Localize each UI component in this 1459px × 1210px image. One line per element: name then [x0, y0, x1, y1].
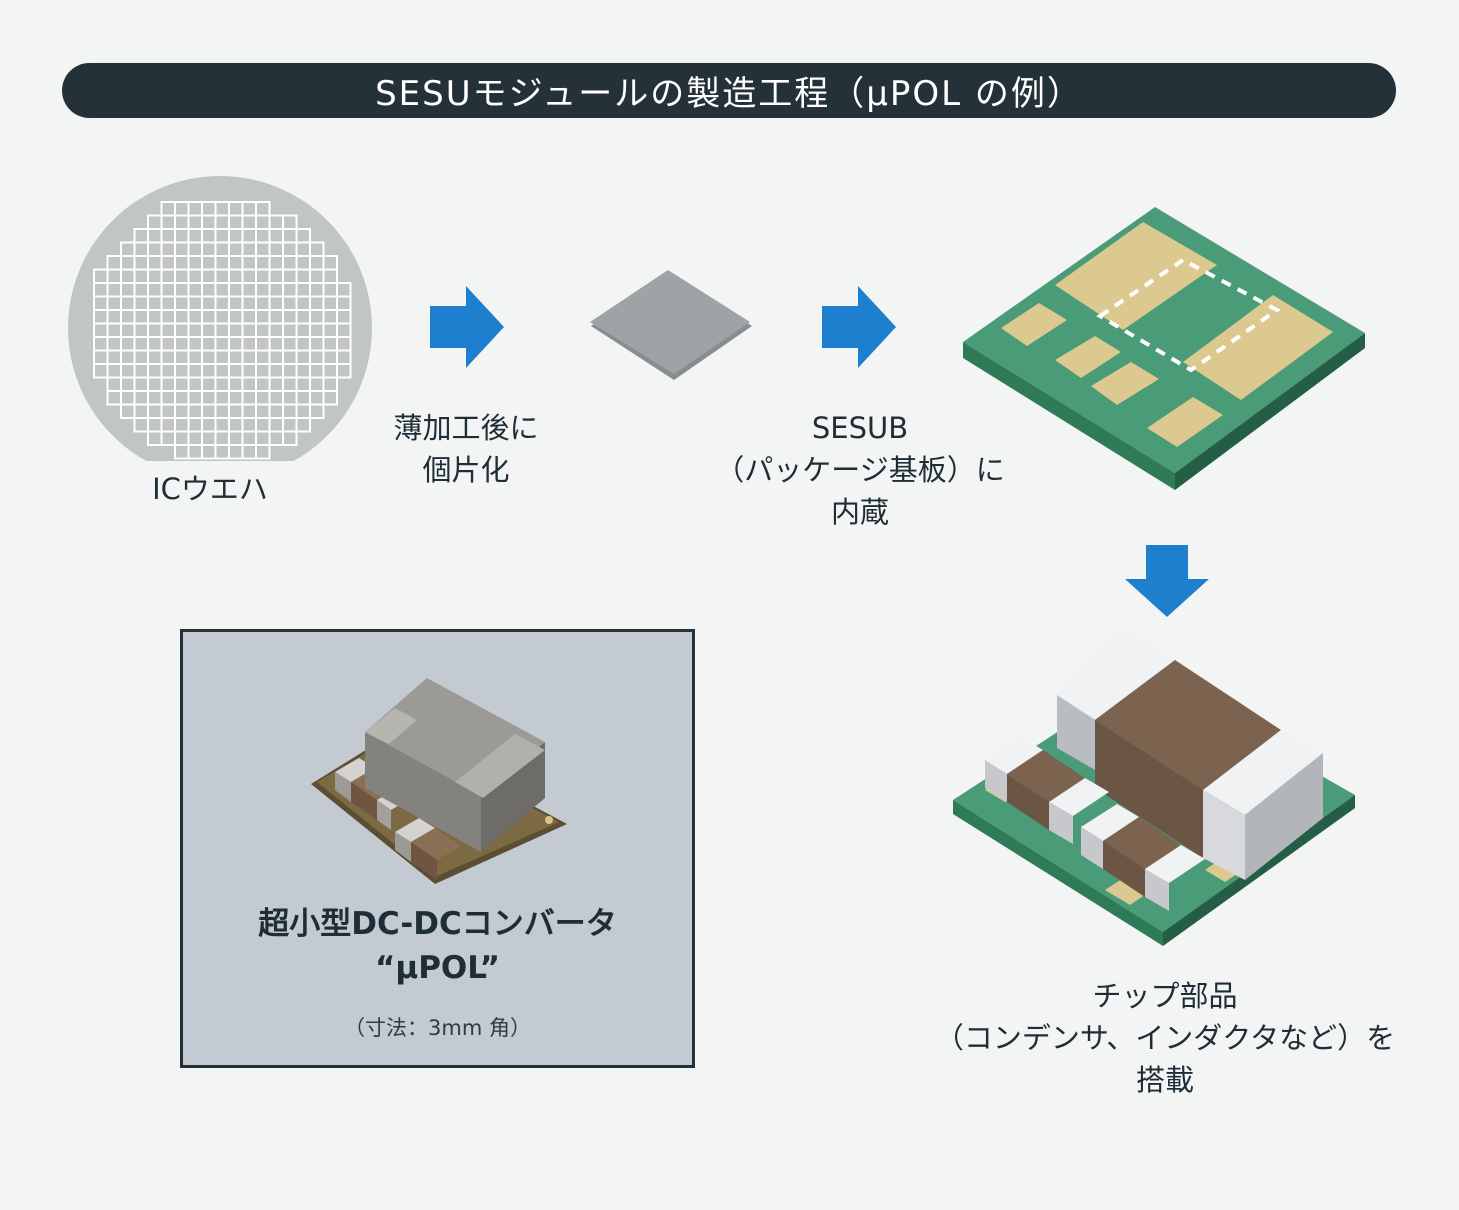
upol-product-photo [311, 678, 567, 884]
thinning-label-line1: 薄加工後に [393, 411, 539, 445]
arrow-down-icon [1125, 545, 1209, 617]
wafer-die-cell [282, 430, 298, 446]
thinning-label-line2: 個片化 [422, 453, 510, 487]
ic-die-illustration [590, 270, 752, 380]
mount-label: チップ部品 （コンデンサ、インダクタなど）を 搭載 [905, 975, 1425, 1101]
thinning-label: 薄加工後に 個片化 [356, 407, 576, 491]
mount-label-line3: 搭載 [1135, 1063, 1194, 1097]
assembled-module-illustration [953, 628, 1355, 946]
wafer-label: ICウエハ [152, 472, 268, 506]
embed-label-line3: 内蔵 [830, 495, 889, 529]
wafer-die-cell [322, 390, 338, 406]
embed-label-line2: （パッケージ基板）に [715, 453, 1005, 487]
sesub-substrate-illustration [963, 207, 1365, 490]
wafer-die-cell [295, 417, 311, 433]
arrow-right-icon [430, 286, 504, 368]
title-banner: SESUモジュールの製造工程（μPOL の例） [62, 63, 1396, 118]
arrow-right-icon [822, 286, 896, 368]
mount-label-line2: （コンデンサ、インダクタなど）を [934, 1021, 1396, 1055]
mount-label-line1: チップ部品 [1092, 979, 1238, 1013]
wafer-die-cell [255, 444, 271, 460]
embed-label-line1: SESUB [811, 411, 909, 445]
product-box: 超小型DC-DCコンバータ “μPOL” （寸法：3mm 角） [180, 629, 695, 1068]
wafer-die-cell [309, 403, 325, 419]
product-name-line2: “μPOL” [375, 950, 500, 986]
ic-wafer-illustration [68, 176, 372, 461]
product-dimension: （寸法：3mm 角） [344, 1016, 531, 1040]
wafer-die-cell [336, 363, 352, 379]
embed-label: SESUB （パッケージ基板）に 内蔵 [700, 407, 1020, 533]
page-title: SESUモジュールの製造工程（μPOL の例） [375, 74, 1083, 114]
product-name-line1: 超小型DC-DCコンバータ [258, 906, 617, 942]
product-name: 超小型DC-DCコンバータ “μPOL” [183, 902, 692, 990]
